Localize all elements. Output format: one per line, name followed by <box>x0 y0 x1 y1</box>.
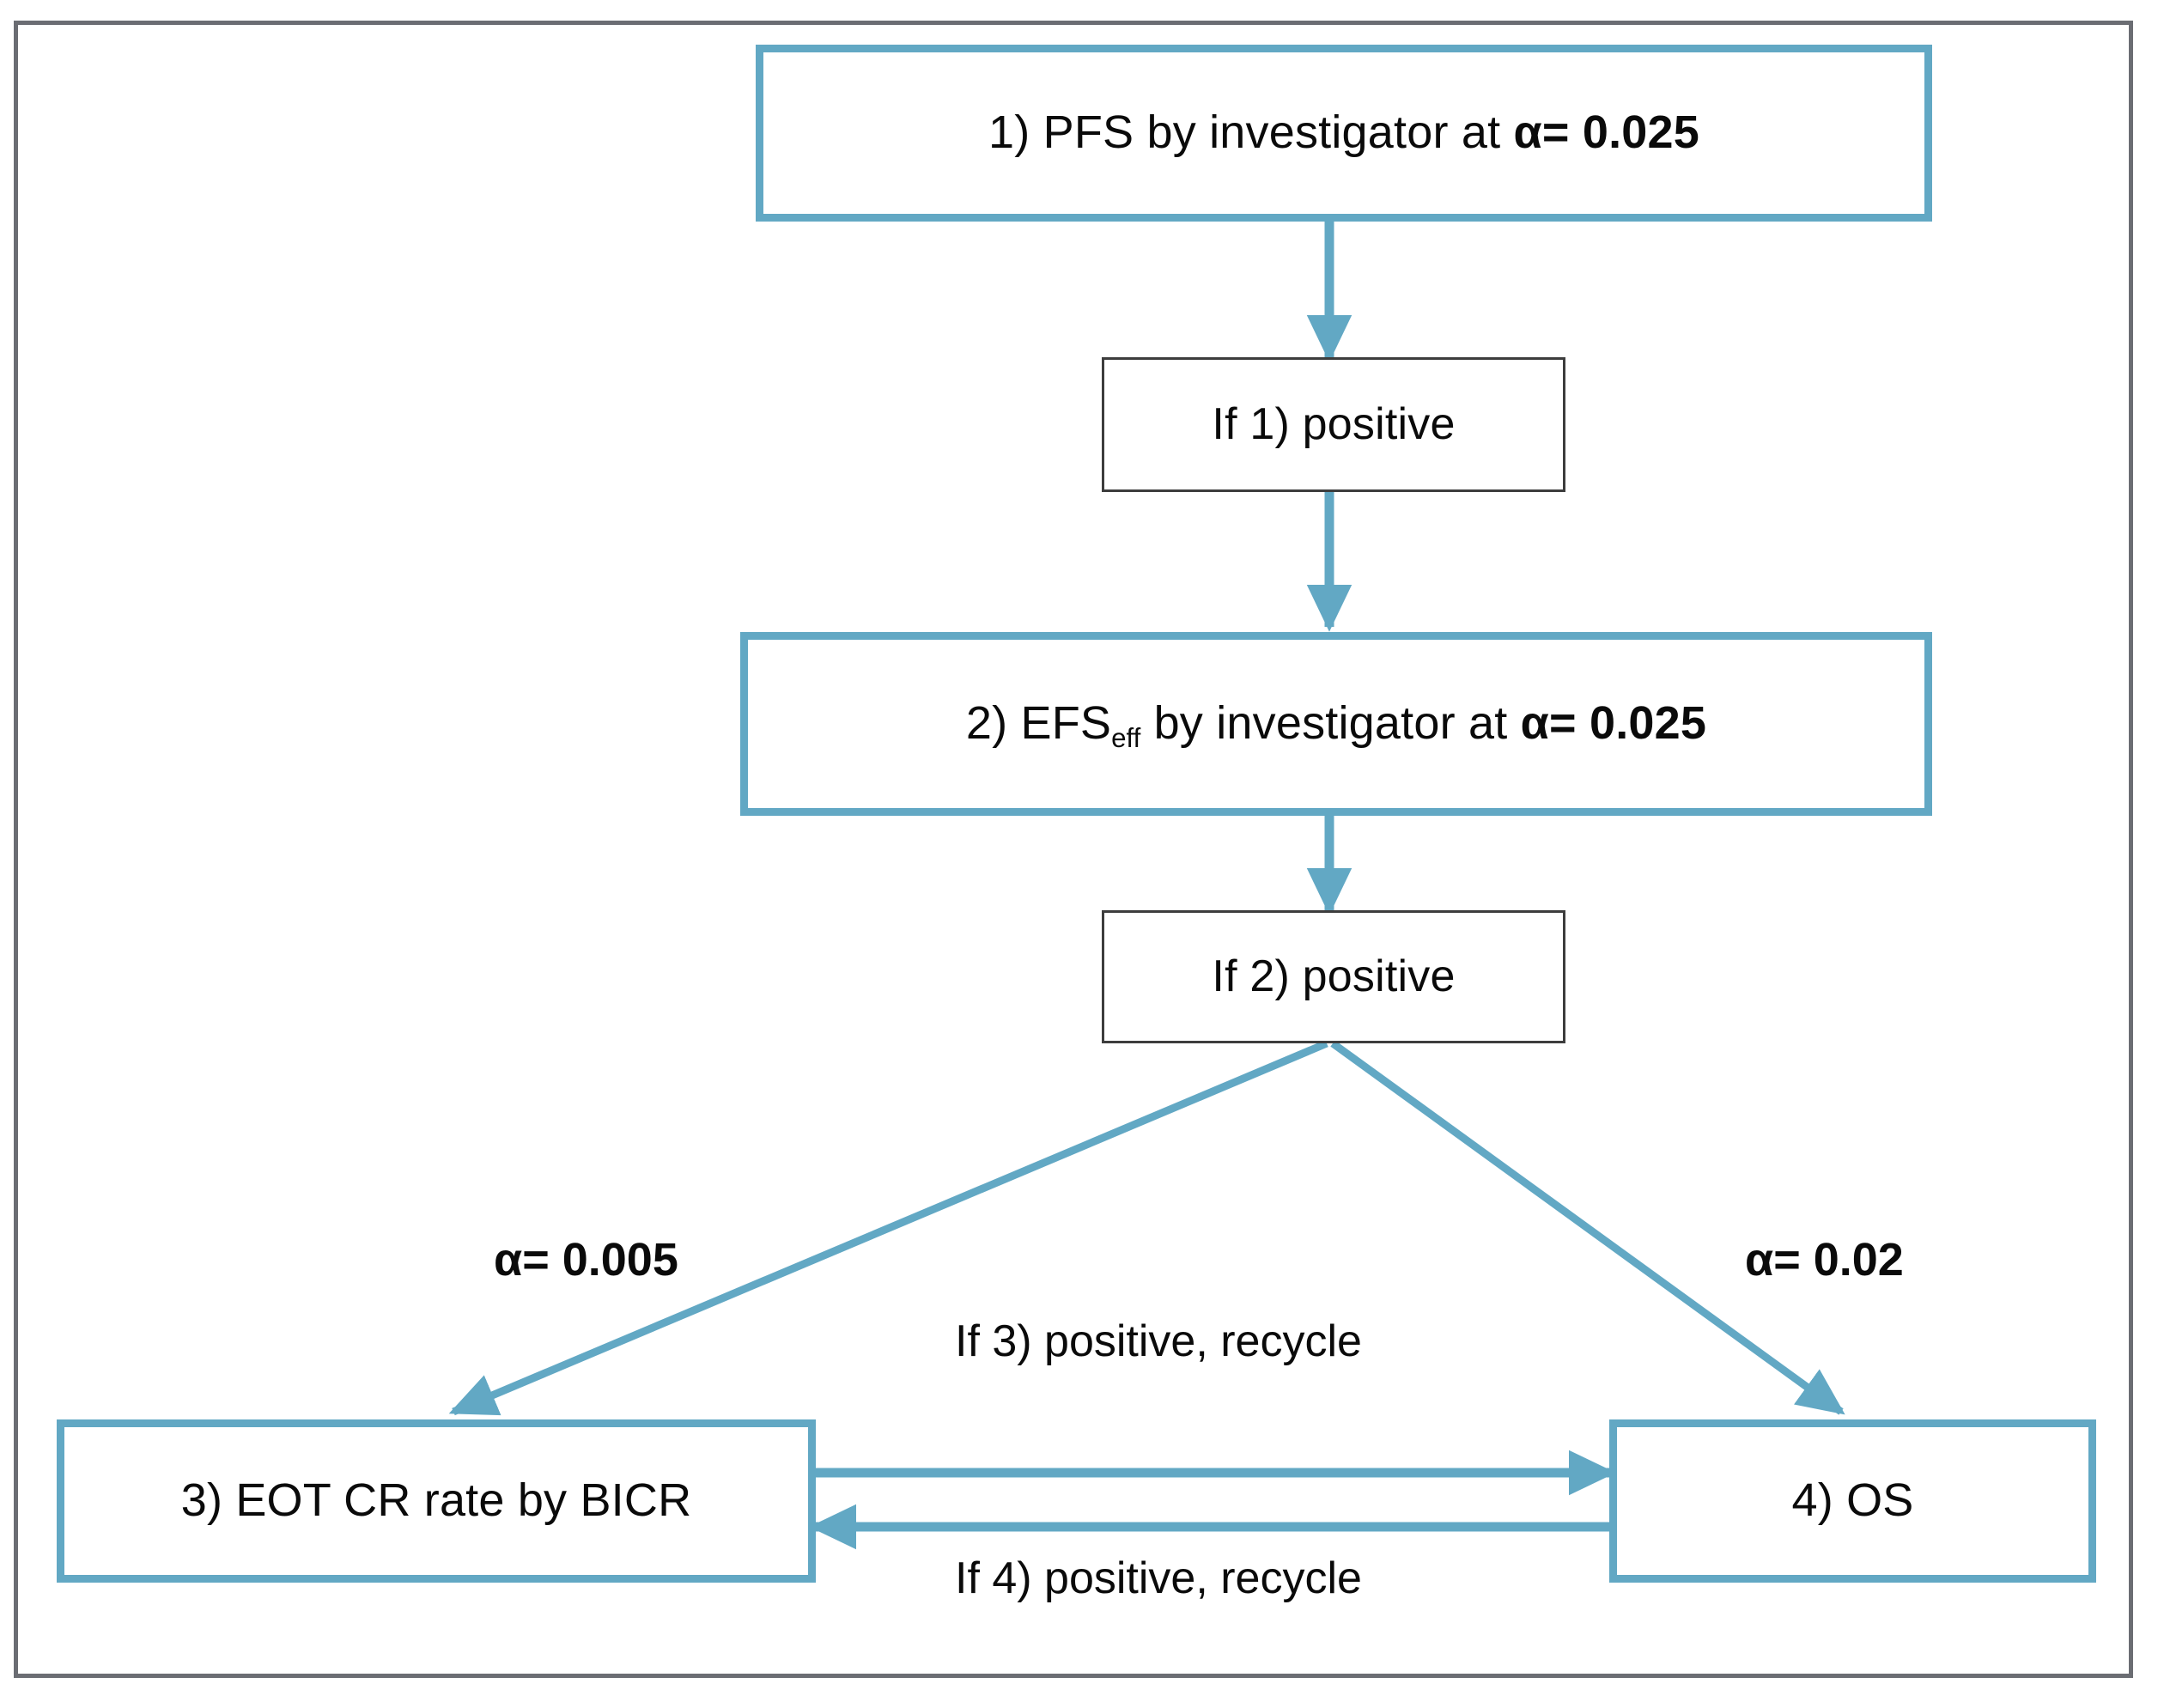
alpha-right-value: = 0.02 <box>1773 1234 1904 1286</box>
node-eot-cr-rate-label: 3) EOT CR rate by BICR <box>180 1474 692 1527</box>
node-efs-subscript: eff <box>1111 722 1141 753</box>
node-eot-cr-rate[interactable]: 3) EOT CR rate by BICR <box>57 1419 816 1583</box>
node-efs-label: 2) EFSeff by investigator at α= 0.025 <box>965 697 1707 753</box>
node-if-1-positive-label: If 1) positive <box>1212 398 1456 449</box>
edge-label-recycle-if4: If 4) positive, recycle <box>955 1553 1362 1603</box>
edge-label-alpha-left: α= 0.005 <box>494 1233 678 1286</box>
node-pfs-value: 0.025 <box>1582 106 1699 159</box>
alpha-symbol: α <box>1520 697 1550 750</box>
alpha-left-value: = 0.005 <box>522 1234 678 1286</box>
node-efs[interactable]: 2) EFSeff by investigator at α= 0.025 <box>740 632 1932 816</box>
alpha-symbol: α <box>1745 1234 1774 1286</box>
node-pfs[interactable]: 1) PFS by investigator at α= 0.025 <box>756 45 1932 222</box>
node-if-1-positive[interactable]: If 1) positive <box>1102 357 1565 492</box>
edge-label-alpha-right: α= 0.02 <box>1745 1233 1904 1286</box>
node-if-2-positive-label: If 2) positive <box>1212 951 1456 1001</box>
node-efs-equals: = <box>1549 697 1590 750</box>
node-efs-middle: by investigator at <box>1140 697 1521 750</box>
node-efs-value: 0.025 <box>1589 697 1707 750</box>
node-pfs-prefix: 1) PFS by investigator at <box>988 106 1514 159</box>
alpha-symbol: α <box>1513 106 1542 159</box>
node-os-label: 4) OS <box>1791 1474 1914 1527</box>
node-pfs-label: 1) PFS by investigator at α= 0.025 <box>988 107 1699 158</box>
node-efs-prefix: 2) EFS <box>965 697 1112 750</box>
node-pfs-equals: = <box>1541 106 1583 159</box>
node-os[interactable]: 4) OS <box>1609 1419 2096 1583</box>
edge-label-recycle-if3: If 3) positive, recycle <box>955 1316 1362 1366</box>
alpha-symbol: α <box>494 1234 523 1286</box>
node-if-2-positive[interactable]: If 2) positive <box>1102 910 1565 1043</box>
